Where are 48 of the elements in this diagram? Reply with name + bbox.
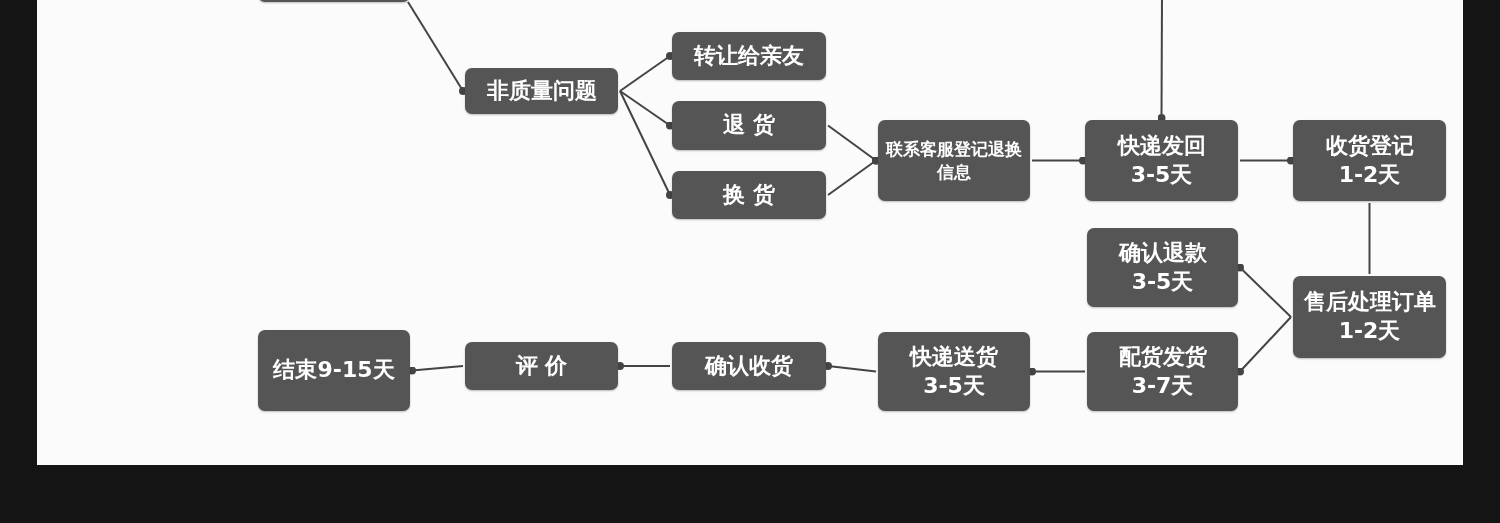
connector-line [619,52,674,92]
process-box [1293,276,1446,358]
node-text: 换 货 [723,180,775,209]
connector-line [408,365,464,375]
node-text: 非质量问题 [486,76,597,105]
node-text: 转让给亲友 [694,41,804,70]
connector-line [619,90,674,130]
process-box [1085,120,1238,201]
node-text: 3-5天 [1131,267,1194,296]
process-box [672,32,826,80]
process-box [878,332,1030,411]
node-text: 确认退款 [1118,238,1207,267]
process-box [465,342,618,390]
connector-line [1157,0,1166,122]
node-text: 3-5天 [923,371,985,400]
connector-line [827,156,880,196]
process-box [1087,332,1238,411]
connector-line [1028,367,1086,376]
node-text: 确认收货 [705,351,793,380]
connector-line [1368,202,1371,275]
connector-line [619,90,674,199]
process-box [1293,120,1446,201]
process-box [878,120,1030,201]
node-text: 3-7天 [1131,371,1194,400]
process-box [465,68,618,114]
node-text: 收货登记 [1325,131,1414,160]
connector-line [1236,263,1292,318]
node-text: 配货发货 [1118,342,1207,371]
node-text: 联系客服登记退换信息 [884,138,1023,183]
connector-line [1239,156,1295,165]
process-box [1087,228,1238,307]
connector-line [1031,156,1087,165]
node-text: 1-2天 [1338,160,1401,189]
node-text: 退 货 [723,111,775,140]
connector-line [824,362,877,373]
process-box [672,171,826,219]
node-text: 3-5天 [1130,160,1193,189]
process-box [672,342,826,390]
node-text: 评 价 [515,351,568,380]
node-text: 快递送货 [910,342,998,371]
connector-line [407,1,467,95]
process-box [258,330,410,411]
node-text: 售后处理订单1-2天 [1302,288,1437,345]
node-text: 结束9-15天 [273,356,395,385]
process-box [672,101,826,150]
connector-line [616,362,671,370]
node-text: 快递发回 [1117,131,1206,160]
connector-line [1236,316,1292,376]
